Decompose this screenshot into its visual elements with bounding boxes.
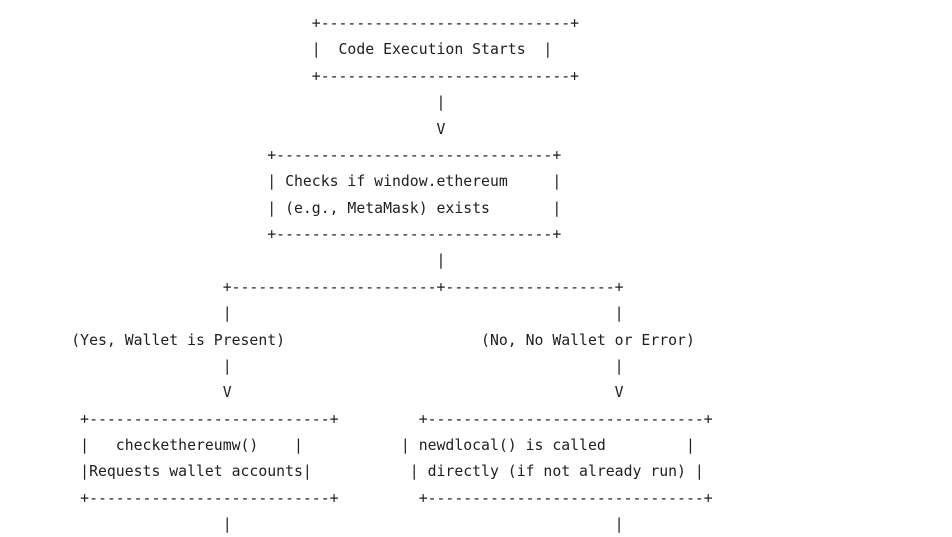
start-box-label: | Code Execution Starts | <box>0 41 553 58</box>
arrow-start-to-check: V <box>0 121 446 138</box>
check-box-top-border: +-------------------------------+ <box>0 147 562 164</box>
result-boxes-label-line-1: | checkethereumw() | | newdlocal() is ca… <box>0 437 695 454</box>
branch-condition-labels: (Yes, Wallet is Present) (No, No Wallet … <box>0 332 695 349</box>
check-box-bottom-border: +-------------------------------+ <box>0 226 562 243</box>
check-box-label-line-1: | Checks if window.ethereum | <box>0 173 562 190</box>
connector-start-to-check: | <box>0 94 446 111</box>
result-boxes-outgoing-connectors: | | <box>0 516 624 533</box>
check-box-label-line-2: | (e.g., MetaMask) exists | <box>0 200 562 217</box>
branch-arrows: V V <box>0 384 624 401</box>
branch-connectors-lower: | | <box>0 358 624 375</box>
start-box-bottom-border: +----------------------------+ <box>0 68 580 85</box>
result-boxes-bottom-border: +---------------------------+ +---------… <box>0 490 713 507</box>
result-boxes-top-border: +---------------------------+ +---------… <box>0 411 713 428</box>
start-box-top-border: +----------------------------+ <box>0 15 580 32</box>
result-boxes-label-line-2: |Requests wallet accounts| | directly (i… <box>0 463 704 480</box>
branch-connectors: | | <box>0 305 624 322</box>
branch-split-line: +-----------------------+---------------… <box>0 279 624 296</box>
connector-check-to-branch: | <box>0 252 446 269</box>
